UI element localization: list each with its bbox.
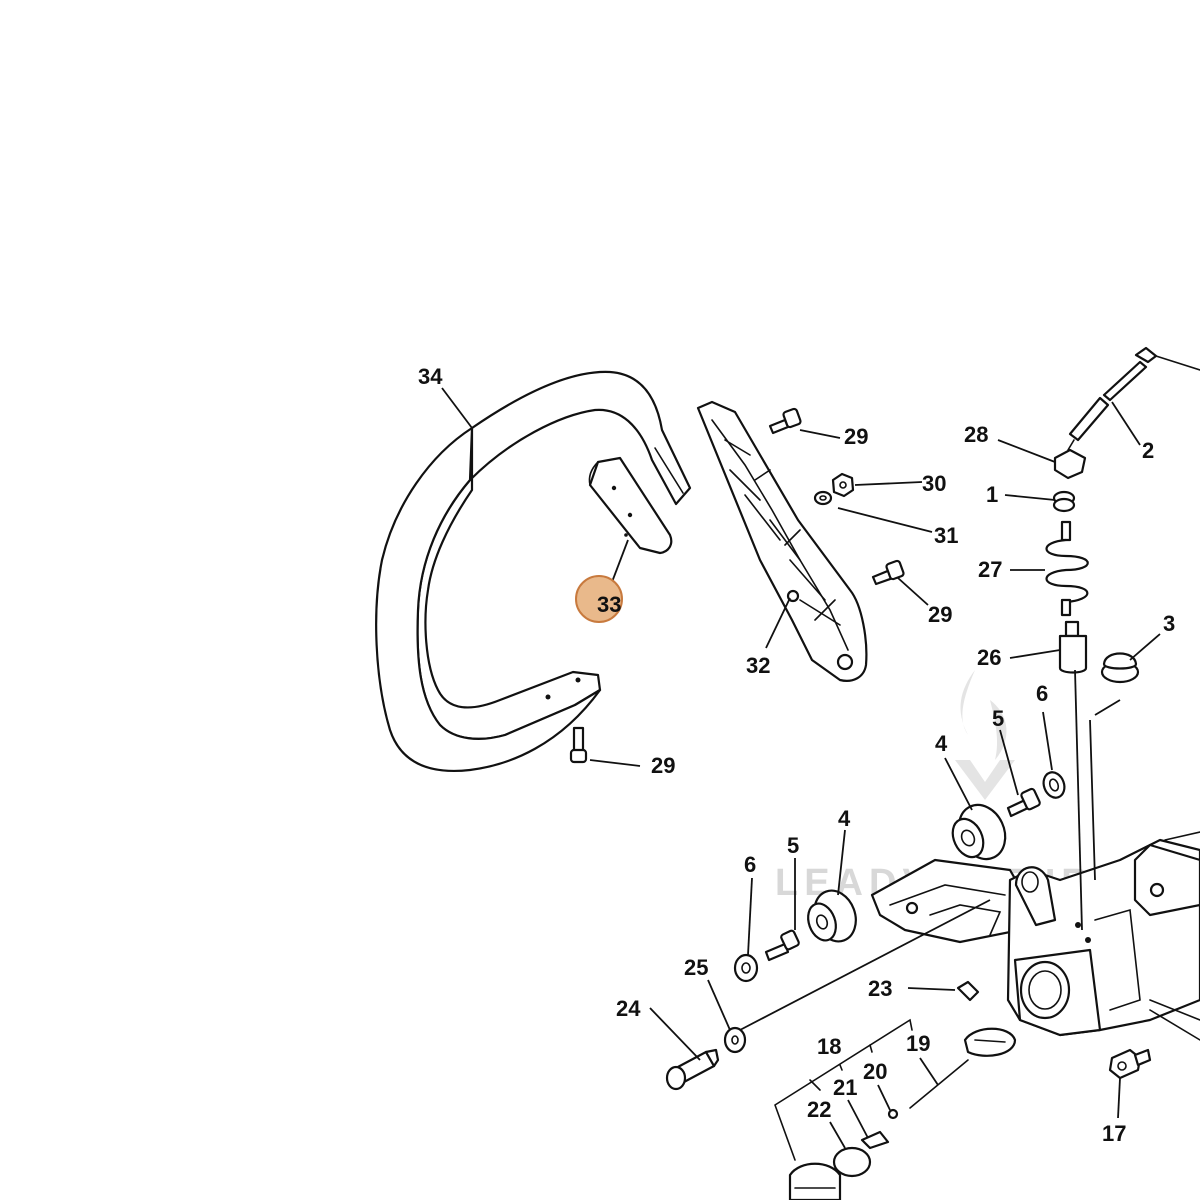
ring-22[interactable] [832, 1146, 872, 1178]
bracket-18-lines [774, 1018, 913, 1161]
screw-5-upper[interactable] [1006, 787, 1041, 818]
callout-18[interactable]: 18 [817, 1034, 841, 1059]
callout-4-lower[interactable]: 4 [838, 806, 851, 831]
callout-27[interactable]: 27 [978, 557, 1002, 582]
screw-29-bottom[interactable] [569, 726, 588, 764]
callout-21[interactable]: 21 [833, 1075, 857, 1100]
callout-34[interactable]: 34 [418, 364, 443, 389]
callout-6-lower[interactable]: 6 [744, 852, 756, 877]
callout-29-middle[interactable]: 29 [928, 602, 952, 627]
callout-25[interactable]: 25 [684, 955, 708, 980]
part-32-bracket[interactable] [696, 400, 868, 682]
bolt-17[interactable] [1108, 1048, 1152, 1080]
callout-26[interactable]: 26 [977, 645, 1001, 670]
callout-33[interactable]: 33 [597, 592, 621, 617]
callout-6-upper[interactable]: 6 [1036, 681, 1048, 706]
tank-housing[interactable] [870, 831, 1200, 1041]
callout-3[interactable]: 3 [1163, 611, 1175, 636]
nut-30[interactable] [831, 472, 855, 498]
callout-23[interactable]: 23 [868, 976, 892, 1001]
part-33-buffer-pad[interactable] [588, 456, 673, 555]
callout-31[interactable]: 31 [934, 523, 958, 548]
clip-21[interactable] [860, 1130, 890, 1150]
part-28-connector[interactable] [1053, 439, 1087, 480]
callout-22[interactable]: 22 [807, 1097, 831, 1122]
part-2-cable[interactable] [1068, 346, 1200, 442]
screw-5-lower[interactable] [764, 929, 800, 962]
callout-2[interactable]: 2 [1142, 438, 1154, 463]
part-27-spring[interactable] [1045, 520, 1089, 617]
leader-lines [441, 387, 1161, 1149]
callout-5-upper[interactable]: 5 [992, 706, 1004, 731]
screw-29-top[interactable] [768, 407, 802, 435]
clip-23[interactable] [956, 980, 980, 1002]
callout-19[interactable]: 19 [906, 1031, 930, 1056]
callout-30[interactable]: 30 [922, 471, 946, 496]
part-26-buffer[interactable] [1058, 620, 1088, 674]
callout-33-highlight [575, 575, 623, 623]
callout-32[interactable]: 32 [746, 653, 770, 678]
callout-28[interactable]: 28 [964, 422, 988, 447]
cap-18[interactable] [788, 1162, 842, 1200]
washer-31[interactable] [813, 490, 833, 506]
pin-24[interactable] [665, 1048, 720, 1091]
callout-4-upper[interactable]: 4 [935, 731, 948, 756]
callout-29-bottom[interactable]: 29 [651, 753, 675, 778]
part-1-grommet[interactable] [1052, 490, 1076, 513]
callout-labels: 34 29 30 31 29 32 33 29 28 2 1 27 26 3 6… [418, 364, 1175, 1146]
callout-29-top[interactable]: 29 [844, 424, 868, 449]
callout-20[interactable]: 20 [863, 1059, 887, 1084]
callout-17[interactable]: 17 [1102, 1121, 1126, 1146]
callout-5-lower[interactable]: 5 [787, 833, 799, 858]
screw-29-middle[interactable] [871, 559, 905, 586]
callout-24[interactable]: 24 [616, 996, 641, 1021]
part-34-front-handle[interactable] [375, 370, 692, 772]
washer-25[interactable] [723, 1026, 747, 1054]
damper-4-lower[interactable] [803, 885, 862, 948]
part-19-cable[interactable] [909, 1027, 1017, 1109]
part-3-cap[interactable] [1100, 652, 1140, 684]
damper-4-upper[interactable] [947, 797, 1014, 866]
washer-6-upper[interactable] [1040, 769, 1068, 800]
callout-1[interactable]: 1 [986, 482, 998, 507]
washer-6-lower[interactable] [733, 953, 759, 983]
clip-20[interactable] [887, 1108, 899, 1120]
